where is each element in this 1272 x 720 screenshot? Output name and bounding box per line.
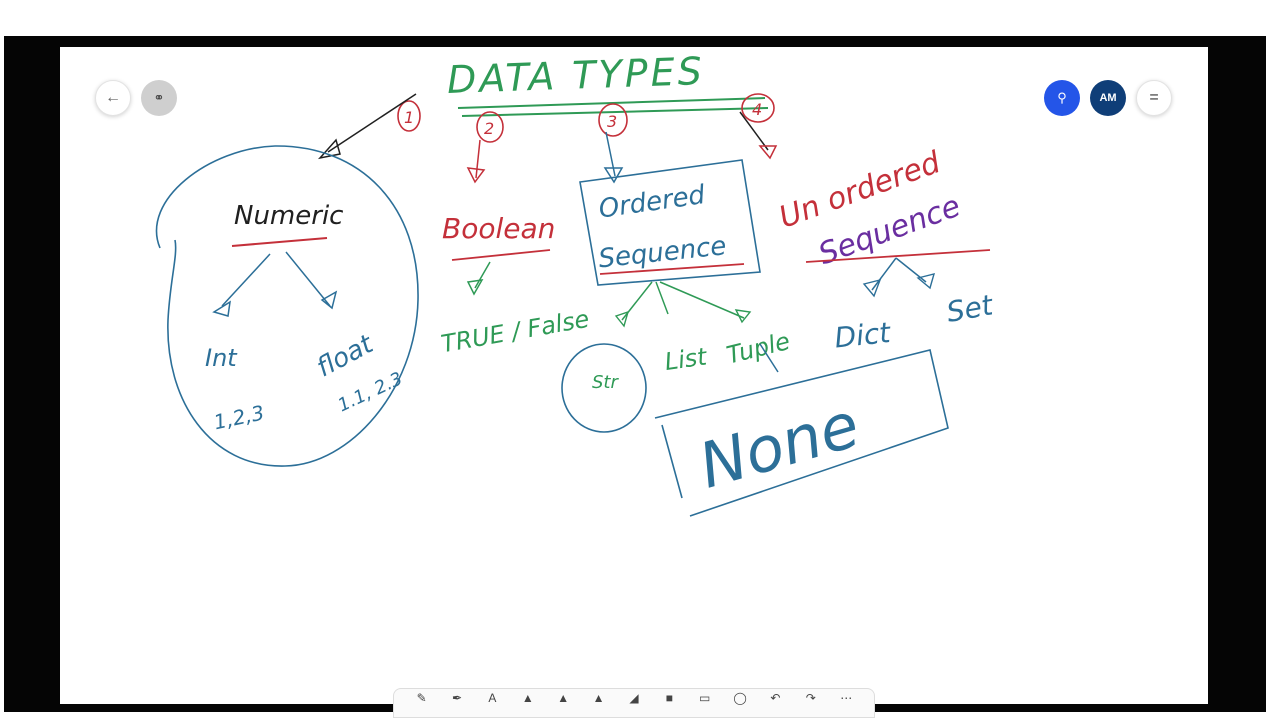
color-icon: ■	[665, 691, 673, 705]
boolean-value: TRUE / False	[439, 305, 591, 359]
ordered-arrowhead-right	[734, 309, 752, 324]
more-icon: ⋯	[840, 691, 853, 705]
marker-3-arrow	[605, 131, 616, 177]
numeric-arrowhead-left	[212, 300, 231, 317]
clock-icon: ◯	[733, 691, 747, 705]
marker-2-circle	[476, 111, 504, 143]
numeric-arrowhead-right	[320, 290, 338, 310]
set-label: Set	[944, 288, 996, 329]
ordered-label-2: Sequence	[597, 231, 728, 274]
undo-tool[interactable]: ↶	[766, 691, 784, 705]
redo-tool[interactable]: ↷	[802, 691, 820, 705]
numeric-branch-left	[221, 253, 271, 307]
marker-1-arrowhead	[317, 138, 341, 160]
text-tool[interactable]: A	[483, 691, 501, 705]
unordered-underline	[805, 249, 991, 263]
tuple-label: Tuple	[724, 327, 793, 370]
marker-4-arrow	[739, 111, 769, 151]
marker-1-text: 1	[404, 108, 414, 127]
float-examples: 1.1, 2.3	[335, 368, 406, 416]
image-icon: ▭	[699, 691, 711, 705]
marker-4-text: 4	[752, 100, 762, 119]
color-tool[interactable]: ■	[660, 691, 678, 705]
ordered-branch-mid	[655, 281, 669, 315]
ordered-arrowhead-left	[614, 310, 630, 328]
user-icon: ⚲	[1057, 90, 1067, 105]
none-box	[654, 349, 949, 517]
marker-4-circle	[741, 93, 775, 123]
undo-icon: ↶	[770, 691, 781, 705]
unordered-branch-right	[895, 257, 927, 283]
ordered-box	[579, 159, 761, 286]
marker-tool[interactable]: ✒	[448, 691, 466, 705]
unordered-branch-left	[871, 257, 897, 291]
highlighter-icon: ▲	[521, 691, 534, 705]
back-button[interactable]: ←	[95, 80, 131, 116]
marker-3-circle	[598, 103, 628, 137]
share-button[interactable]: ⚭	[141, 80, 177, 116]
whiteboard-canvas[interactable]: DATA TYPES 1 Numeric Int 1,2,3 float 1.1…	[60, 47, 1208, 704]
text-icon: A	[488, 691, 497, 705]
ordered-label-1: Ordered	[597, 180, 707, 225]
numeric-underline	[231, 237, 328, 247]
boolean-underline	[451, 249, 551, 261]
marker-3-arrowhead	[603, 167, 624, 184]
none-pointer	[759, 343, 779, 373]
boolean-label: Boolean	[442, 212, 555, 245]
marker-icon: ✒	[452, 691, 463, 705]
more-tool[interactable]: ⋯	[837, 691, 855, 705]
numeric-circle	[155, 145, 419, 467]
ordered-branch-right	[659, 281, 745, 319]
shape-tool[interactable]: ▲	[554, 691, 572, 705]
int-examples: 1,2,3	[212, 400, 267, 434]
boolean-arrow	[474, 261, 491, 289]
hamburger-menu-icon: =	[1149, 89, 1159, 106]
title-underline-2	[461, 107, 769, 117]
marker-1-circle	[397, 100, 421, 132]
pen-tool[interactable]: ✎	[413, 691, 431, 705]
ordered-branch-left	[621, 281, 653, 321]
str-circle	[561, 343, 647, 433]
highlighter-tool[interactable]: ▲	[519, 691, 537, 705]
marker-2-arrowhead	[466, 167, 486, 184]
eraser-tool[interactable]: ◢	[625, 691, 643, 705]
str-label: Str	[592, 372, 619, 393]
marker-1-arrow	[327, 93, 417, 153]
clock-tool[interactable]: ◯	[731, 691, 749, 705]
marker-2-text: 2	[484, 119, 494, 138]
numeric-branch-right	[285, 251, 331, 307]
link-icon: ⚭	[153, 90, 165, 105]
redo-icon: ↷	[805, 691, 816, 705]
title-text: DATA TYPES	[446, 49, 705, 102]
image-tool[interactable]: ▭	[696, 691, 714, 705]
unordered-arrowhead-right	[916, 273, 936, 290]
user-button[interactable]: ⚲	[1044, 80, 1080, 116]
avatar[interactable]: AM	[1090, 80, 1126, 116]
int-label: Int	[205, 344, 238, 372]
float-label: float	[312, 329, 379, 383]
dict-label: Dict	[833, 316, 893, 355]
eraser-icon: ◢	[629, 691, 639, 705]
marker-2-arrow	[475, 139, 481, 179]
marker-4-arrowhead	[758, 145, 778, 160]
pen-icon: ✎	[416, 691, 427, 705]
arrow-left-icon: ←	[105, 89, 121, 106]
menu-button[interactable]: =	[1136, 80, 1172, 116]
unordered-arrowhead-left	[862, 278, 882, 298]
drawing-toolbar: ✎ ✒ A ▲ ▲ ▲ ◢ ■ ▭ ◯ ↶ ↷ ⋯	[393, 688, 875, 718]
title-underline-1	[457, 97, 766, 109]
avatar-initials: AM	[1099, 92, 1117, 104]
numeric-label: Numeric	[234, 201, 343, 231]
boolean-arrowhead	[466, 279, 484, 296]
ordered-underline	[599, 263, 745, 275]
list-label: List	[663, 342, 710, 376]
line-tool[interactable]: ▲	[590, 691, 608, 705]
shape-icon: ▲	[557, 691, 570, 705]
marker-3-text: 3	[607, 112, 617, 131]
line-icon: ▲	[592, 691, 605, 705]
